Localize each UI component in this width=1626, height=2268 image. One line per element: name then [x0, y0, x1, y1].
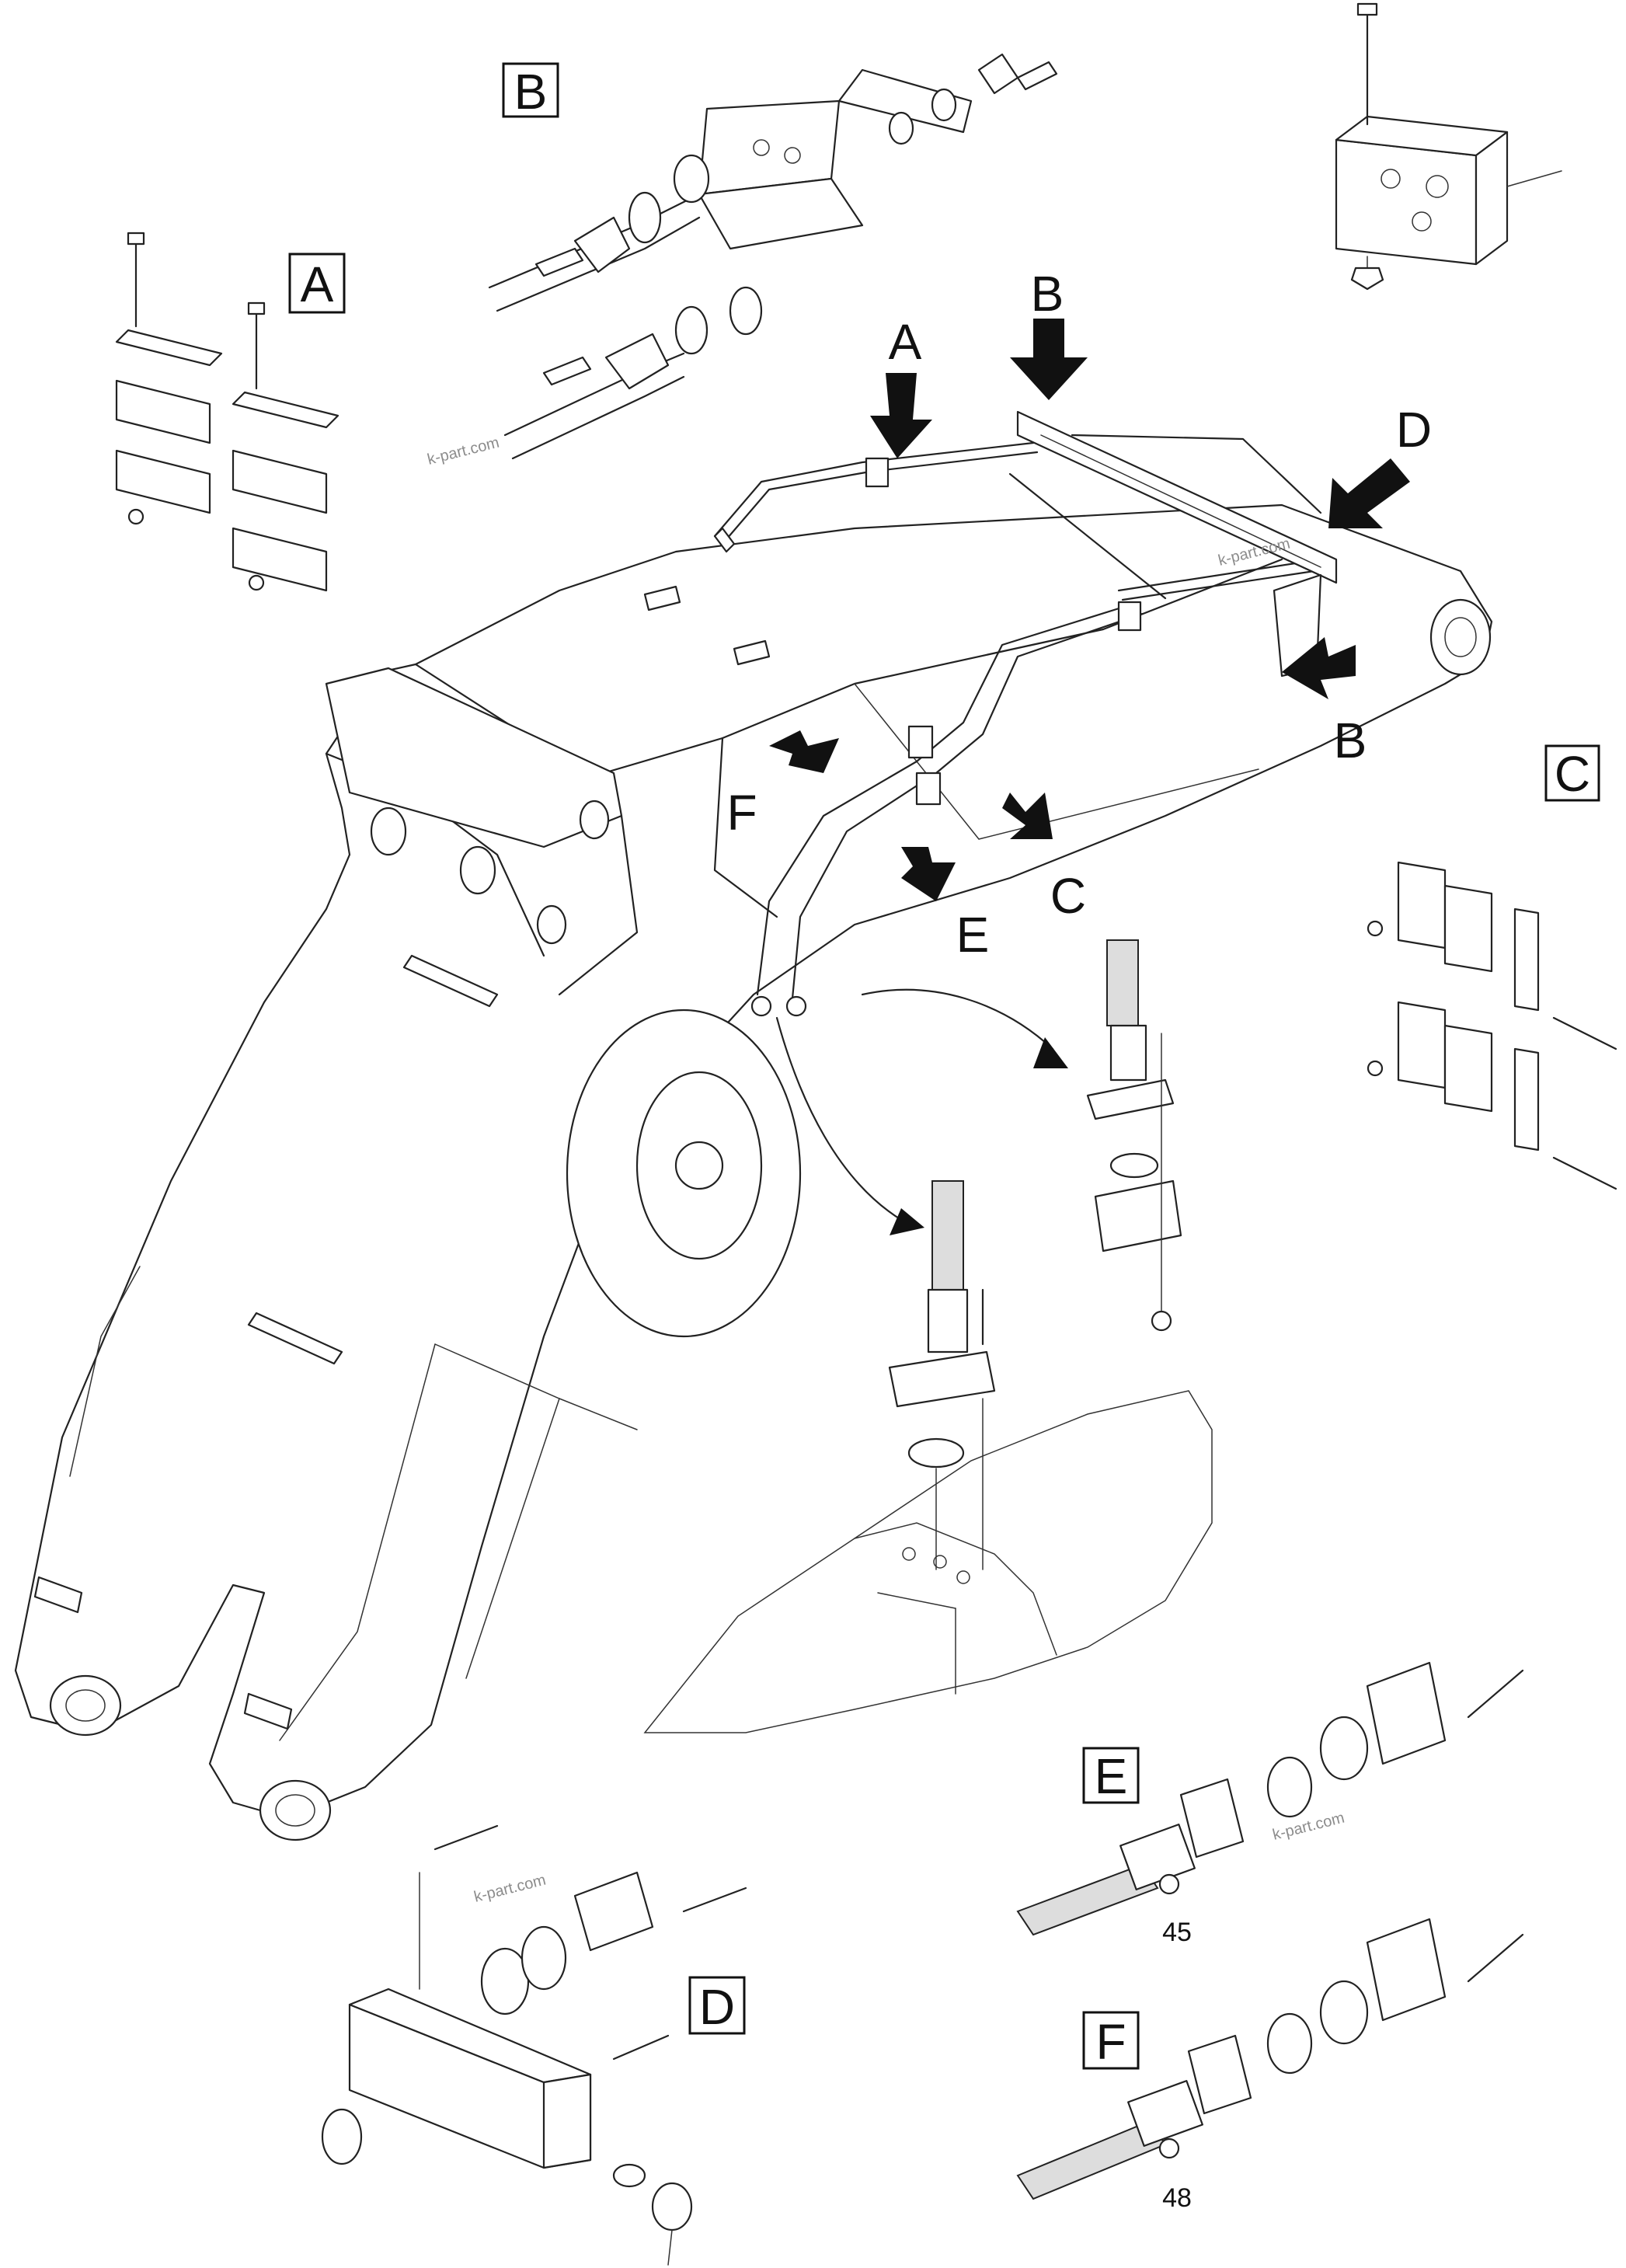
detail-label-f: F: [1082, 2011, 1140, 2070]
svg-text:E: E: [1095, 1748, 1128, 1804]
detail-e-group: [1016, 1661, 1524, 1936]
pointer-label-c: C: [1050, 868, 1086, 924]
push-arrows: [769, 319, 1410, 901]
part-number-45: 45: [1162, 1918, 1192, 1947]
detail-label-e: E: [1082, 1747, 1140, 1804]
pointer-label-e: E: [956, 907, 990, 963]
lower-boom-outline: [643, 1390, 1213, 1733]
watermark-3: k-part.com: [472, 1872, 548, 1906]
detail-a-group: [115, 232, 339, 592]
watermark-1: k-part.com: [426, 434, 501, 469]
callout-arrows: [775, 988, 1068, 1235]
boom-hydraulic-lines: [713, 410, 1338, 1017]
detail-label-d: D: [688, 1976, 746, 2035]
flange-callout-upper: [1086, 939, 1182, 1332]
pointer-label-d: D: [1396, 402, 1432, 458]
svg-text:C: C: [1555, 746, 1590, 802]
boom-body: [14, 503, 1493, 1841]
svg-text:F: F: [1095, 2014, 1126, 2070]
detail-top-right-group: [1335, 2, 1562, 291]
pointer-label-b-top: B: [1031, 266, 1064, 322]
pointer-label-f: F: [726, 785, 757, 841]
detail-f-group: [1016, 1918, 1524, 2200]
part-number-48: 48: [1162, 2183, 1192, 2213]
detail-d-group: [321, 1824, 747, 2266]
pointer-label-a: A: [889, 314, 922, 370]
svg-text:B: B: [514, 64, 548, 120]
flange-callout-lower: [888, 1180, 996, 1570]
detail-label-b: B: [502, 62, 559, 120]
detail-label-c: C: [1544, 744, 1600, 802]
detail-c-group: [1367, 861, 1617, 1190]
svg-text:D: D: [699, 1979, 735, 2035]
detail-label-a: A: [288, 253, 346, 314]
detail-b-group: [488, 53, 1058, 460]
pointer-label-b-lower: B: [1334, 712, 1367, 768]
svg-text:A: A: [301, 256, 334, 312]
